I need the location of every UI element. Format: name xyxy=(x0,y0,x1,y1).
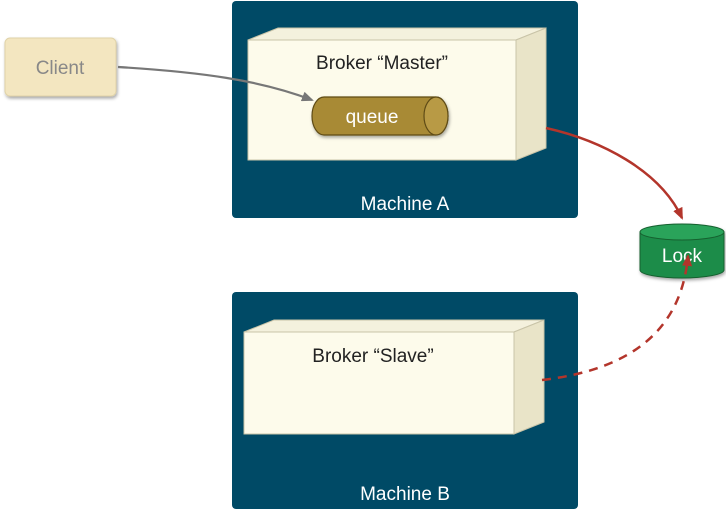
broker-master-label: Broker “Master” xyxy=(316,53,448,74)
queue: queue xyxy=(311,96,449,136)
broker-slave-side-face xyxy=(513,319,545,435)
queue-cylinder-end xyxy=(423,96,449,136)
master-to-lock-arrow xyxy=(545,126,684,220)
queue-label: queue xyxy=(346,107,399,128)
slave-to-lock-arrow xyxy=(541,254,693,382)
lock-cylinder-top xyxy=(639,223,725,241)
broker-slave-front-face xyxy=(243,331,515,435)
broker-master-side-face xyxy=(515,27,547,161)
broker-master-top-face xyxy=(247,27,547,41)
broker-slave-label: Broker “Slave” xyxy=(312,346,433,367)
machine-a: Broker “Master” queue Machine A xyxy=(232,1,578,218)
lock: Lock xyxy=(639,223,725,279)
lock-label: Lock xyxy=(662,246,703,267)
machine-a-label: Machine A xyxy=(361,194,450,215)
machine-b: Broker “Slave” Machine B xyxy=(232,292,578,509)
lock-cylinder-body xyxy=(639,231,725,279)
broker-slave: Broker “Slave” xyxy=(243,319,545,435)
client-to-queue-arrow xyxy=(117,65,314,102)
machine-b-label: Machine B xyxy=(360,484,450,505)
client-box xyxy=(4,37,117,97)
broker-slave-top-face xyxy=(243,319,545,333)
client: Client xyxy=(4,37,117,97)
client-label: Client xyxy=(36,58,85,79)
